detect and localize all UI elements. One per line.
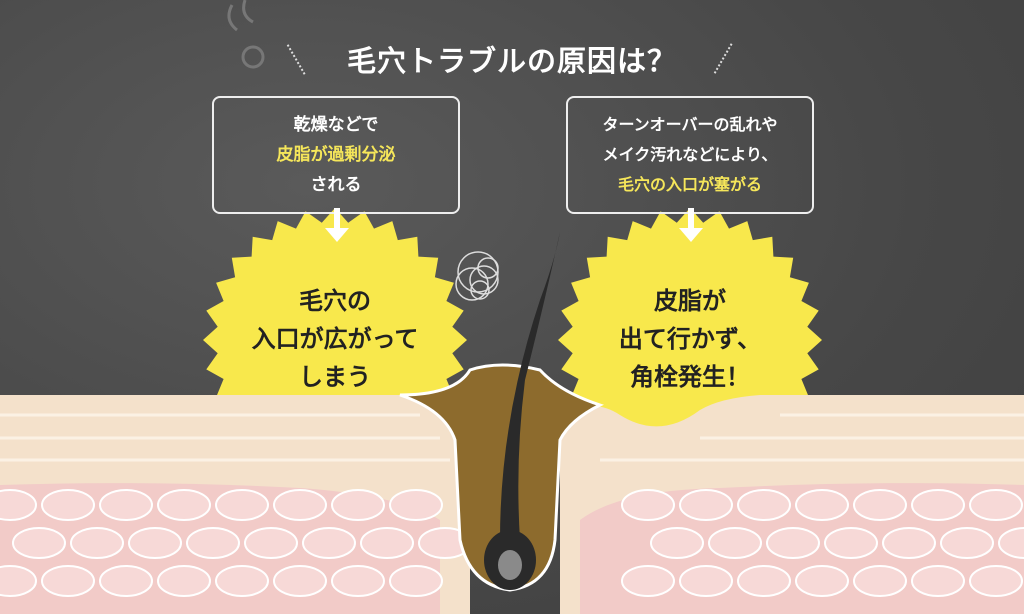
skin-cell	[911, 565, 965, 597]
skin-cell	[331, 565, 385, 597]
skin-cell	[41, 489, 95, 521]
cause-highlight: 皮脂が過剰分泌	[276, 145, 396, 165]
right-result-text: 皮脂が 出て行かず、 角栓発生！	[570, 282, 810, 396]
hair-shaft	[500, 232, 560, 540]
skin-cell	[273, 565, 327, 597]
skin-cell	[969, 565, 1023, 597]
dirt-scribble-icon	[455, 251, 499, 301]
left-cause-box: 乾燥などで 皮脂が過剰分泌 される	[212, 96, 460, 214]
skin-cell	[41, 565, 95, 597]
skin-cell	[0, 565, 37, 597]
skin-cell	[331, 489, 385, 521]
skin-cell	[679, 489, 733, 521]
doodle-icon	[227, 0, 254, 32]
result-line: 出て行かず、	[618, 325, 762, 353]
skin-cell	[244, 527, 298, 559]
skin-cell	[12, 527, 66, 559]
skin-cell	[621, 565, 675, 597]
left-result-text: 毛穴の 入口が広がって しまう	[215, 282, 455, 396]
skin-texture-lines	[0, 413, 1024, 462]
skin-cell	[882, 527, 936, 559]
skin-cell	[679, 565, 733, 597]
skin-cell	[215, 565, 269, 597]
cause-text: される	[310, 175, 362, 195]
skin-cell	[389, 489, 443, 521]
cause-text: メイク汚れなどにより、	[602, 145, 778, 164]
page-title: 毛穴トラブルの原因は？	[346, 44, 677, 78]
skin-cell	[99, 565, 153, 597]
skin-cells	[0, 489, 1024, 597]
result-line: 毛穴の	[299, 287, 371, 315]
skin-cell	[70, 527, 124, 559]
cause-highlight: 毛穴の入口が塞がる	[617, 175, 762, 194]
skin-cell	[302, 527, 356, 559]
skin-cell	[737, 565, 791, 597]
skin-cell	[998, 527, 1024, 559]
result-line: しまう	[299, 363, 371, 391]
skin-cell	[708, 527, 762, 559]
result-line: 角栓発生！	[630, 363, 750, 391]
doodle-circle-icon	[241, 45, 265, 69]
skin-cell	[650, 527, 704, 559]
skin-cell	[215, 489, 269, 521]
pore-sebum	[399, 363, 604, 592]
skin-cell	[273, 489, 327, 521]
skin-cell	[389, 565, 443, 597]
skin-cell	[0, 489, 37, 521]
skin-cell	[99, 489, 153, 521]
skin-cell	[969, 489, 1023, 521]
skin-cell	[157, 489, 211, 521]
skin-cell	[853, 565, 907, 597]
skin-cell	[186, 527, 240, 559]
result-line: 入口が広がって	[251, 325, 419, 353]
right-cause-box: ターンオーバーの乱れや メイク汚れなどにより、 毛穴の入口が塞がる	[566, 96, 814, 214]
arrow-down-icon	[325, 208, 349, 242]
skin-cell	[621, 489, 675, 521]
skin-cell	[911, 489, 965, 521]
cause-text: ターンオーバーの乱れや	[602, 115, 778, 134]
arrow-down-icon	[679, 208, 703, 242]
skin-cell	[824, 527, 878, 559]
skin-cell	[795, 565, 849, 597]
cause-text: 乾燥などで	[293, 115, 379, 135]
hair-papilla	[498, 550, 522, 580]
skin-cell	[737, 489, 791, 521]
skin-cell	[795, 489, 849, 521]
result-line: 皮脂が	[654, 287, 726, 315]
skin-cell	[853, 489, 907, 521]
skin-cell	[157, 565, 211, 597]
skin-cell	[766, 527, 820, 559]
skin-cell	[128, 527, 182, 559]
skin-cell	[940, 527, 994, 559]
skin-cell	[360, 527, 414, 559]
